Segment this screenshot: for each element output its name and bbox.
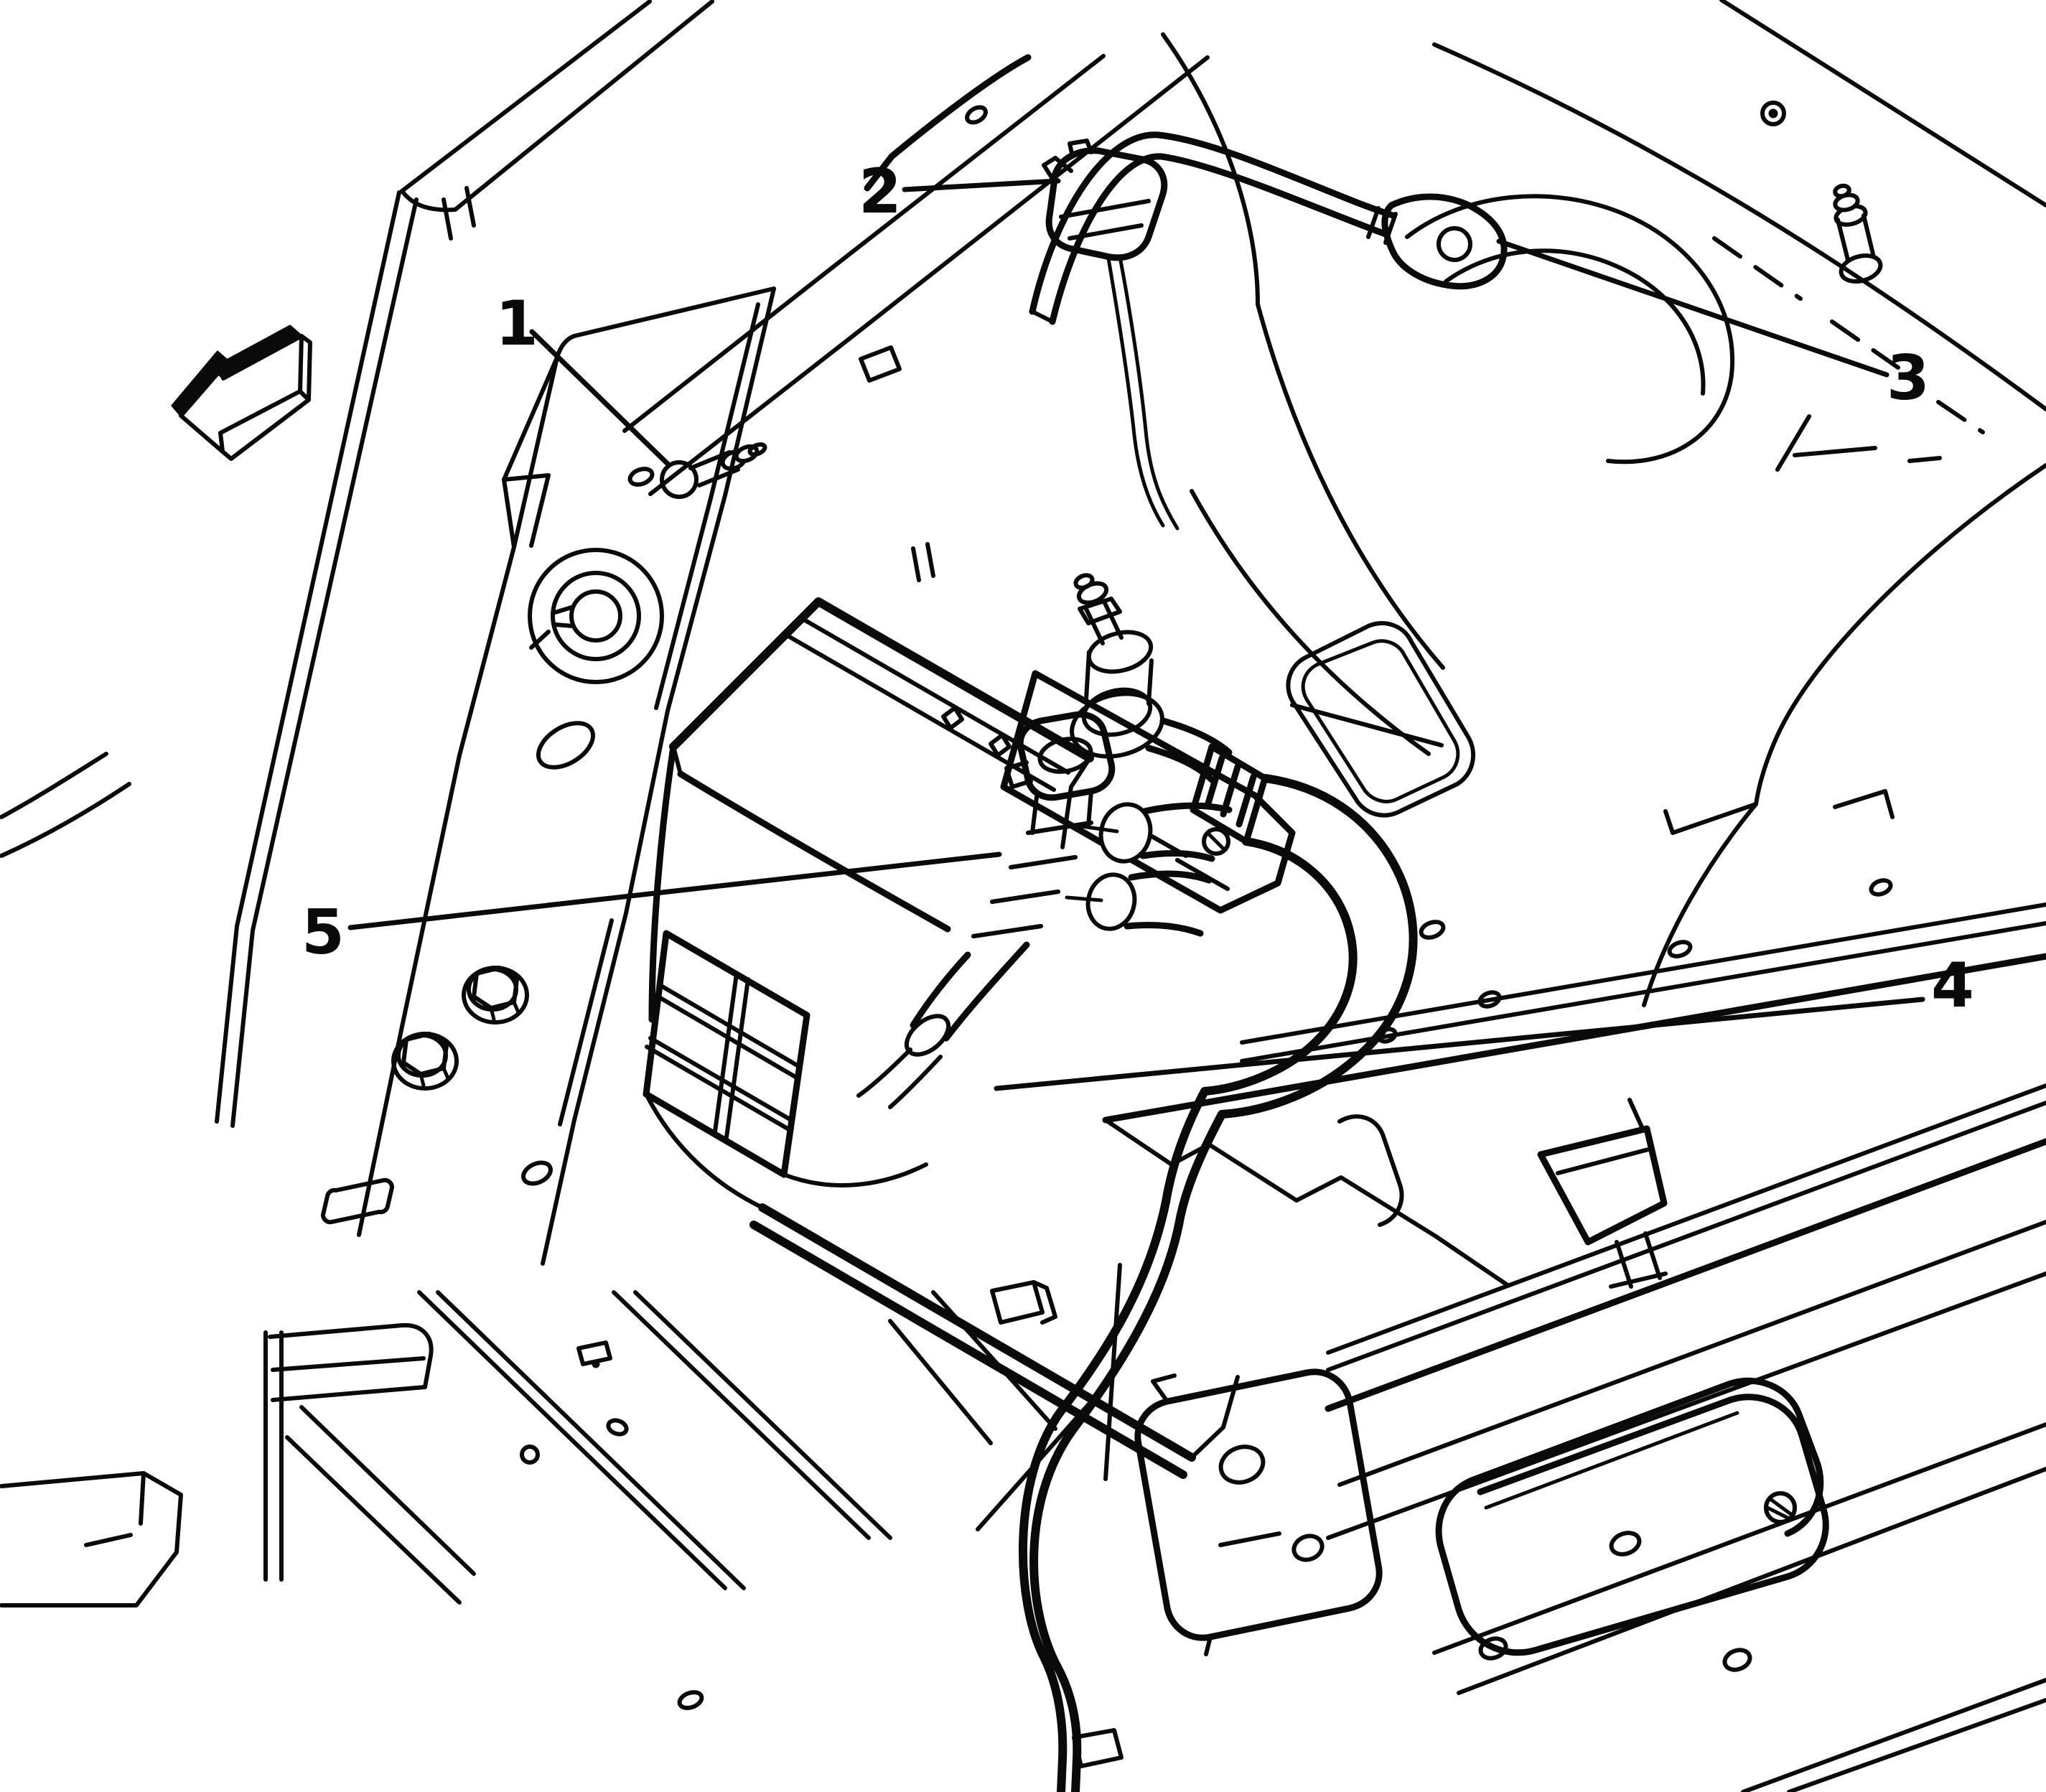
callout-3-leader: [1496, 238, 1889, 378]
screw-icon: [1202, 827, 1230, 856]
hold-down-strap: [1286, 621, 1476, 818]
callout-5-leader: [347, 851, 1002, 930]
battery-cable-loop: [990, 774, 1418, 1792]
rocker-rail: [1325, 1083, 2046, 1792]
access-opening: [1435, 1377, 1829, 1672]
callout-1-leader: [529, 329, 671, 467]
grommet-washer: [528, 548, 664, 684]
hex-bolt-icon: [391, 1032, 459, 1091]
body-side-panel: [1161, 0, 2046, 1007]
battery-vent-grid: [643, 930, 811, 1178]
cable-clip-icon: [990, 1280, 1057, 1325]
panel-opening: [1405, 194, 1942, 472]
cut-cable-end: [1075, 802, 1233, 864]
hex-bolt-icon: [462, 966, 529, 1025]
cable-clip-icon: [1072, 1728, 1124, 1768]
floor-panel: [1102, 878, 2046, 1287]
cowl-panel: [400, 0, 1210, 496]
battery-bracket-stud-and-ring: [627, 442, 767, 499]
lower-left-frame: [0, 1290, 892, 1710]
callout-4: 4: [1931, 950, 1974, 1022]
ground-cable: [1029, 131, 1508, 325]
battery: [643, 542, 1094, 1210]
corrugated-boot: [971, 821, 1093, 938]
radiator-support-bracket: [321, 286, 776, 1266]
screw-icon: [1764, 1491, 1797, 1524]
callout-2: 2: [859, 156, 902, 228]
battery-terminal-bracket: [1000, 573, 1296, 914]
callout-3: 3: [1887, 342, 1930, 414]
flag-clip-icon: [1537, 1098, 1668, 1289]
callout-5: 5: [302, 897, 345, 969]
screw-icon: [1760, 101, 1786, 126]
battery-tray: [749, 1114, 1404, 1531]
view-direction-arrow-icon: [171, 325, 312, 461]
left-frame-rail: [0, 190, 419, 1128]
cut-cable-end: [1065, 870, 1213, 937]
callout-1: 1: [495, 288, 538, 360]
harness-connector: [1042, 139, 1180, 531]
tray-mount-bracket: [1134, 1368, 1383, 1656]
callout-4-leader: [994, 997, 1925, 1091]
callout-2-leader: [902, 178, 1061, 192]
ground-cable-ring-terminal: [1381, 193, 1508, 290]
stud-bolt-icon: [1833, 183, 1883, 284]
battery-sensor-connector: [856, 711, 1116, 1109]
positive-terminal-post: [1070, 573, 1164, 759]
callouts: 1 2 3 4 5: [302, 156, 1974, 1091]
